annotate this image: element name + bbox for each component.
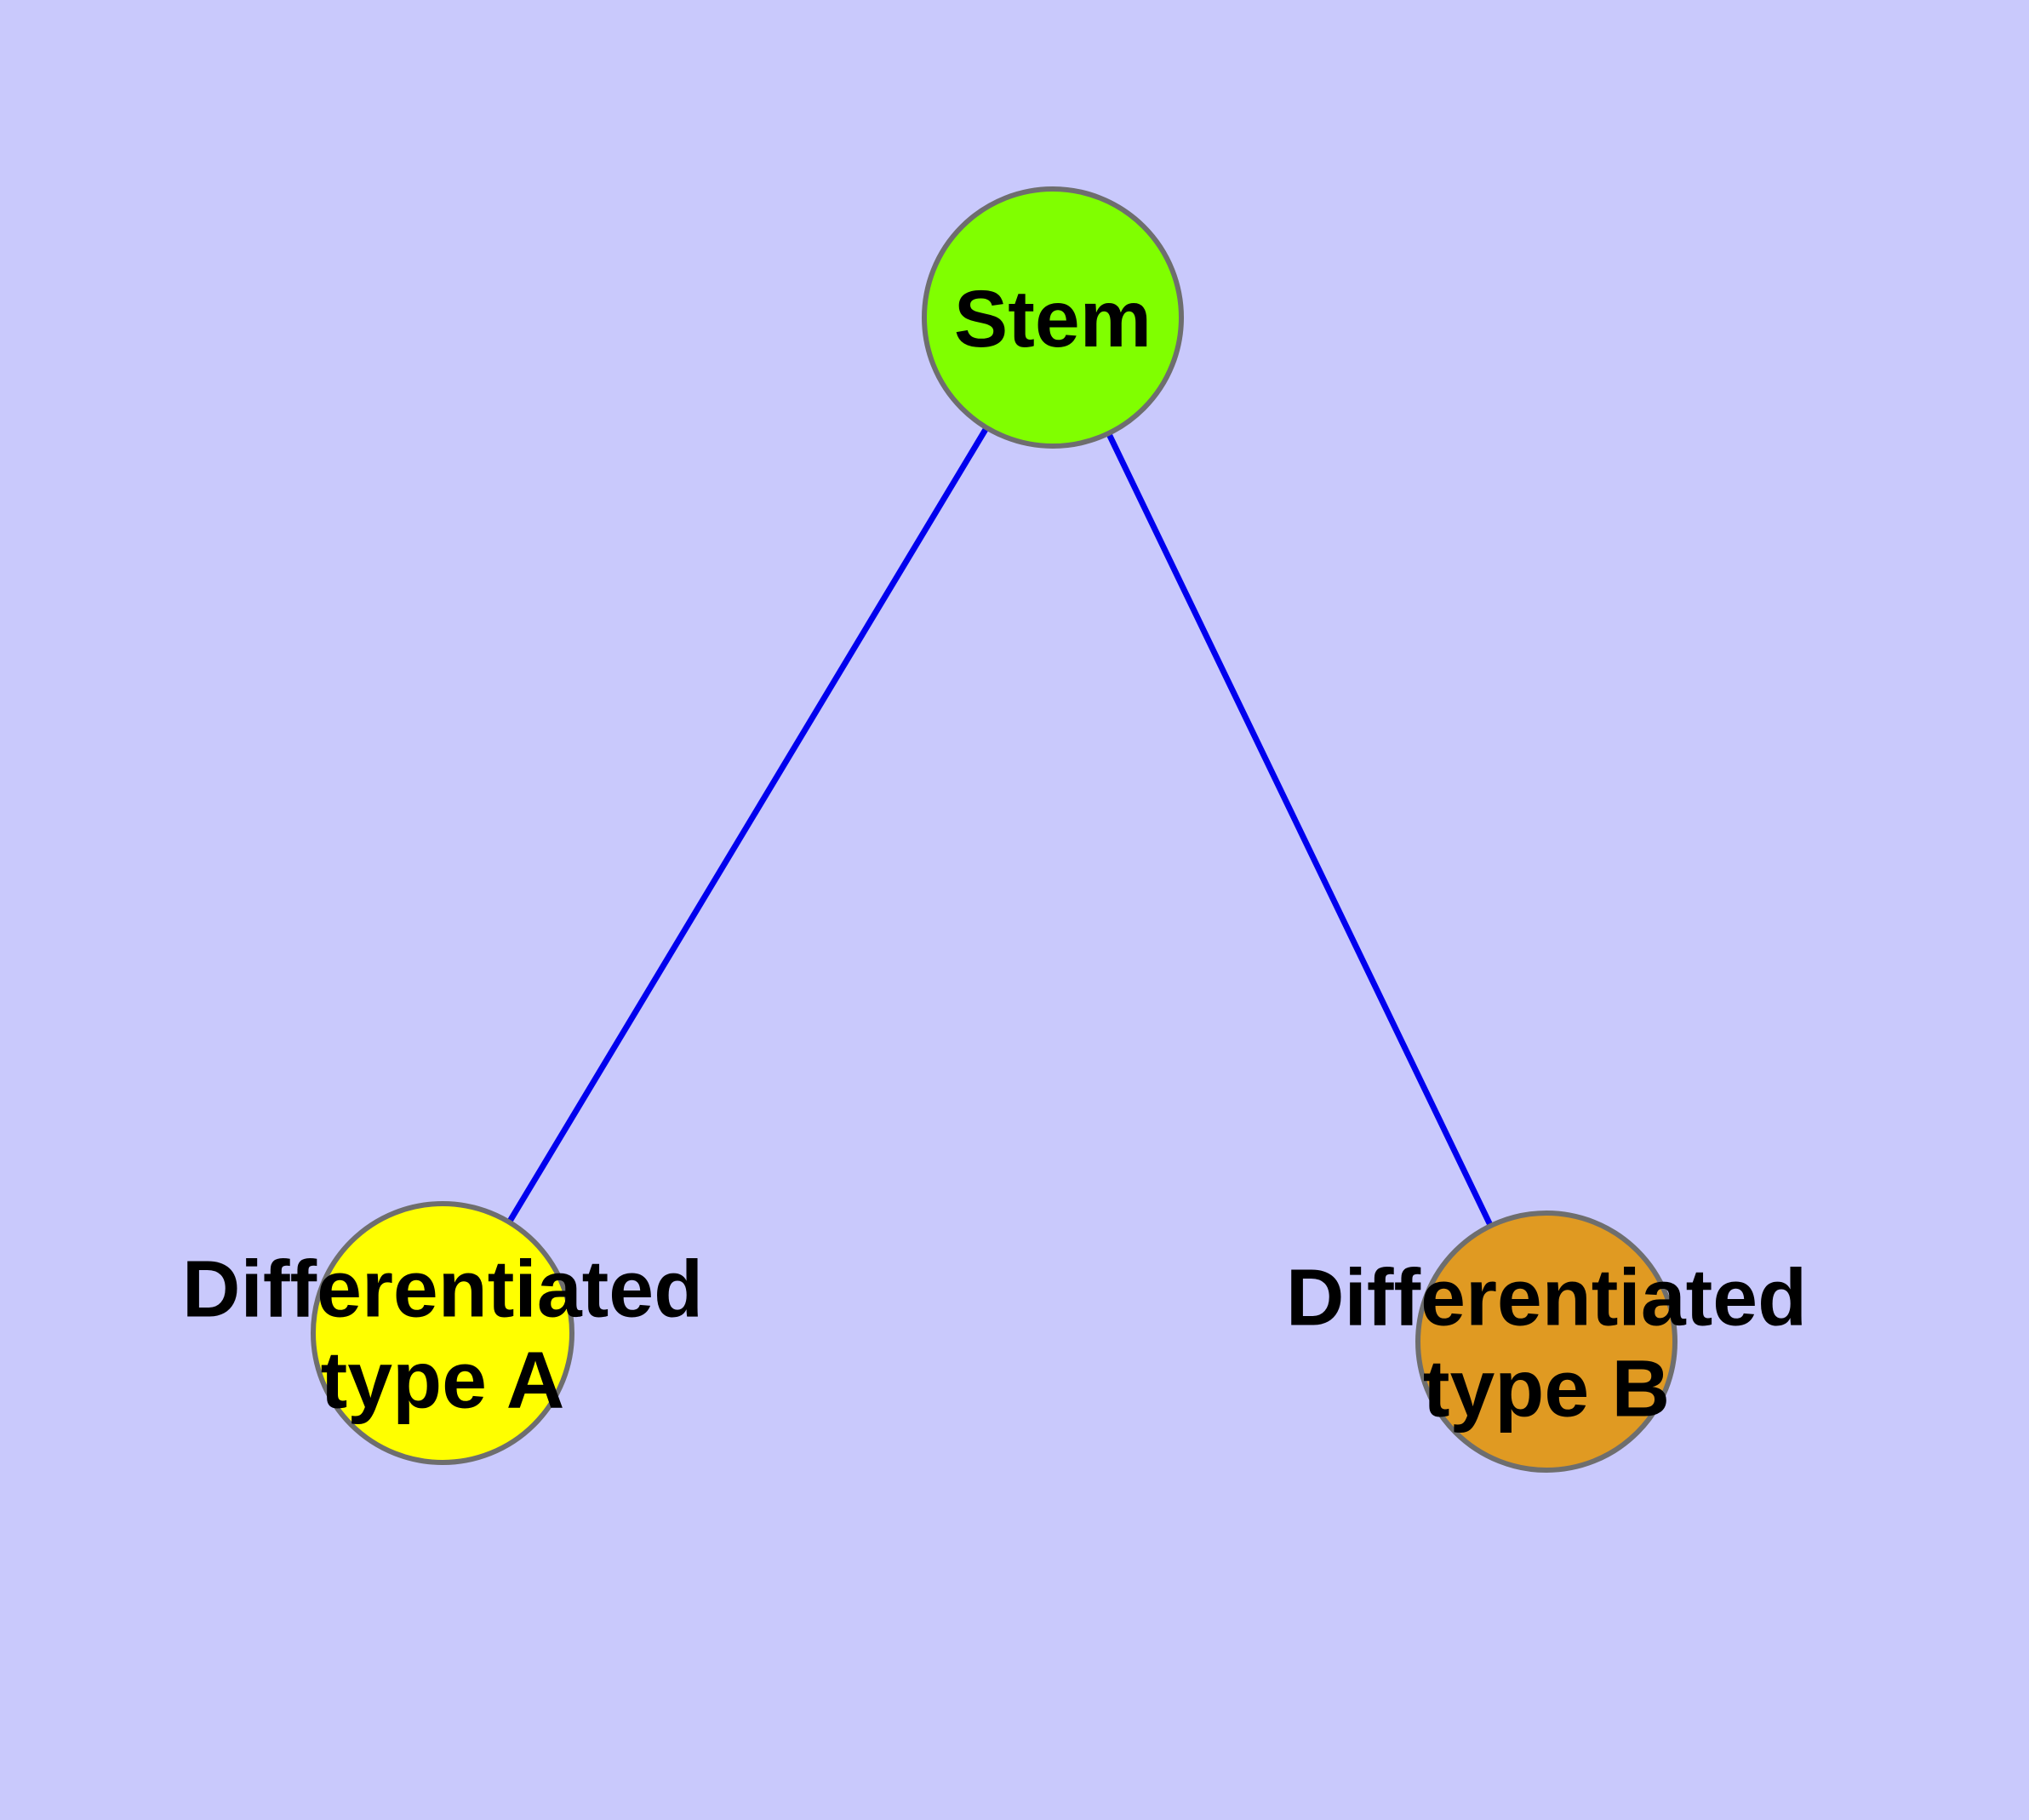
node-stem-circle[interactable] bbox=[922, 186, 1184, 449]
node-differentiated-type-b-circle[interactable] bbox=[1415, 1210, 1677, 1473]
node-differentiated-type-a[interactable] bbox=[311, 1201, 574, 1465]
edge-layer bbox=[440, 316, 1550, 1343]
node-stem[interactable] bbox=[922, 186, 1184, 449]
edge-stem-to-differentiated-type-a[interactable] bbox=[440, 316, 1055, 1335]
node-differentiated-type-b-label-line2: type B bbox=[1423, 1344, 1670, 1434]
label-layer: Stem Differentiated type A Differentiate… bbox=[182, 274, 1807, 1434]
node-stem-label: Stem bbox=[954, 274, 1152, 364]
node-differentiated-type-a-circle[interactable] bbox=[311, 1201, 574, 1465]
node-layer bbox=[311, 186, 1677, 1473]
node-differentiated-type-a-label-line2: type A bbox=[321, 1336, 565, 1426]
node-differentiated-type-a-label-line1: Differentiated bbox=[182, 1245, 703, 1335]
edge-stem-to-differentiated-type-b[interactable] bbox=[1049, 316, 1550, 1343]
node-differentiated-type-b[interactable] bbox=[1415, 1210, 1677, 1473]
node-differentiated-type-b-label-line1: Differentiated bbox=[1286, 1253, 1807, 1343]
